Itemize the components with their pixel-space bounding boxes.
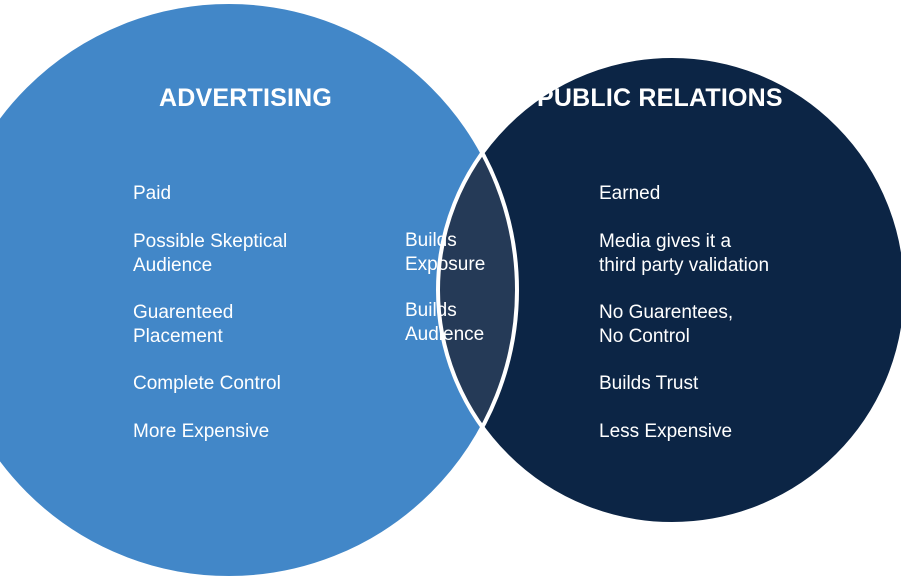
right-item-earned: Earned: [599, 182, 660, 206]
public-relations-circle: [438, 56, 901, 524]
left-item-paid: Paid: [133, 182, 171, 206]
left-item-text: Placement: [133, 326, 223, 347]
center-item-text: Builds: [405, 230, 457, 251]
advertising-circle: [0, 2, 517, 577]
right-item-third-party-validation: Media gives it a third party validation: [599, 230, 769, 278]
right-item-text: Earned: [599, 183, 661, 204]
center-item-text: Builds: [405, 300, 457, 321]
right-item-text: Builds Trust: [599, 373, 699, 394]
left-item-complete-control: Complete Control: [133, 372, 281, 396]
right-item-builds-trust: Builds Trust: [599, 372, 698, 396]
center-item-text: Exposure: [405, 254, 486, 275]
left-item-text: Complete Control: [133, 373, 281, 394]
center-item-builds-audience: Builds Audience: [405, 299, 484, 347]
right-item-no-guarantees: No Guarentees, No Control: [599, 301, 733, 349]
left-item-text: Guarenteed: [133, 302, 234, 323]
public-relations-circle-outline: [436, 54, 901, 526]
left-item-guaranteed-placement: Guarenteed Placement: [133, 301, 233, 349]
center-item-builds-exposure: Builds Exposure: [405, 229, 485, 277]
center-item-text: Audience: [405, 324, 485, 345]
right-item-text: third party validation: [599, 255, 770, 276]
advertising-title: ADVERTISING: [159, 84, 333, 112]
left-item-text: More Expensive: [133, 421, 270, 442]
left-item-text: Possible Skeptical: [133, 231, 288, 252]
right-item-less-expensive: Less Expensive: [599, 420, 732, 444]
public-relations-title: PUBLIC RELATIONS: [537, 84, 783, 112]
left-item-more-expensive: More Expensive: [133, 420, 269, 444]
left-item-text: Audience: [133, 255, 213, 276]
left-item-text: Paid: [133, 183, 172, 204]
left-item-skeptical-audience: Possible Skeptical Audience: [133, 230, 287, 278]
right-item-text: No Guarentees,: [599, 302, 734, 323]
right-item-text: No Control: [599, 326, 690, 347]
right-item-text: Media gives it a: [599, 231, 732, 252]
advertising-circle-outline: [0, 0, 519, 577]
right-item-text: Less Expensive: [599, 421, 733, 442]
